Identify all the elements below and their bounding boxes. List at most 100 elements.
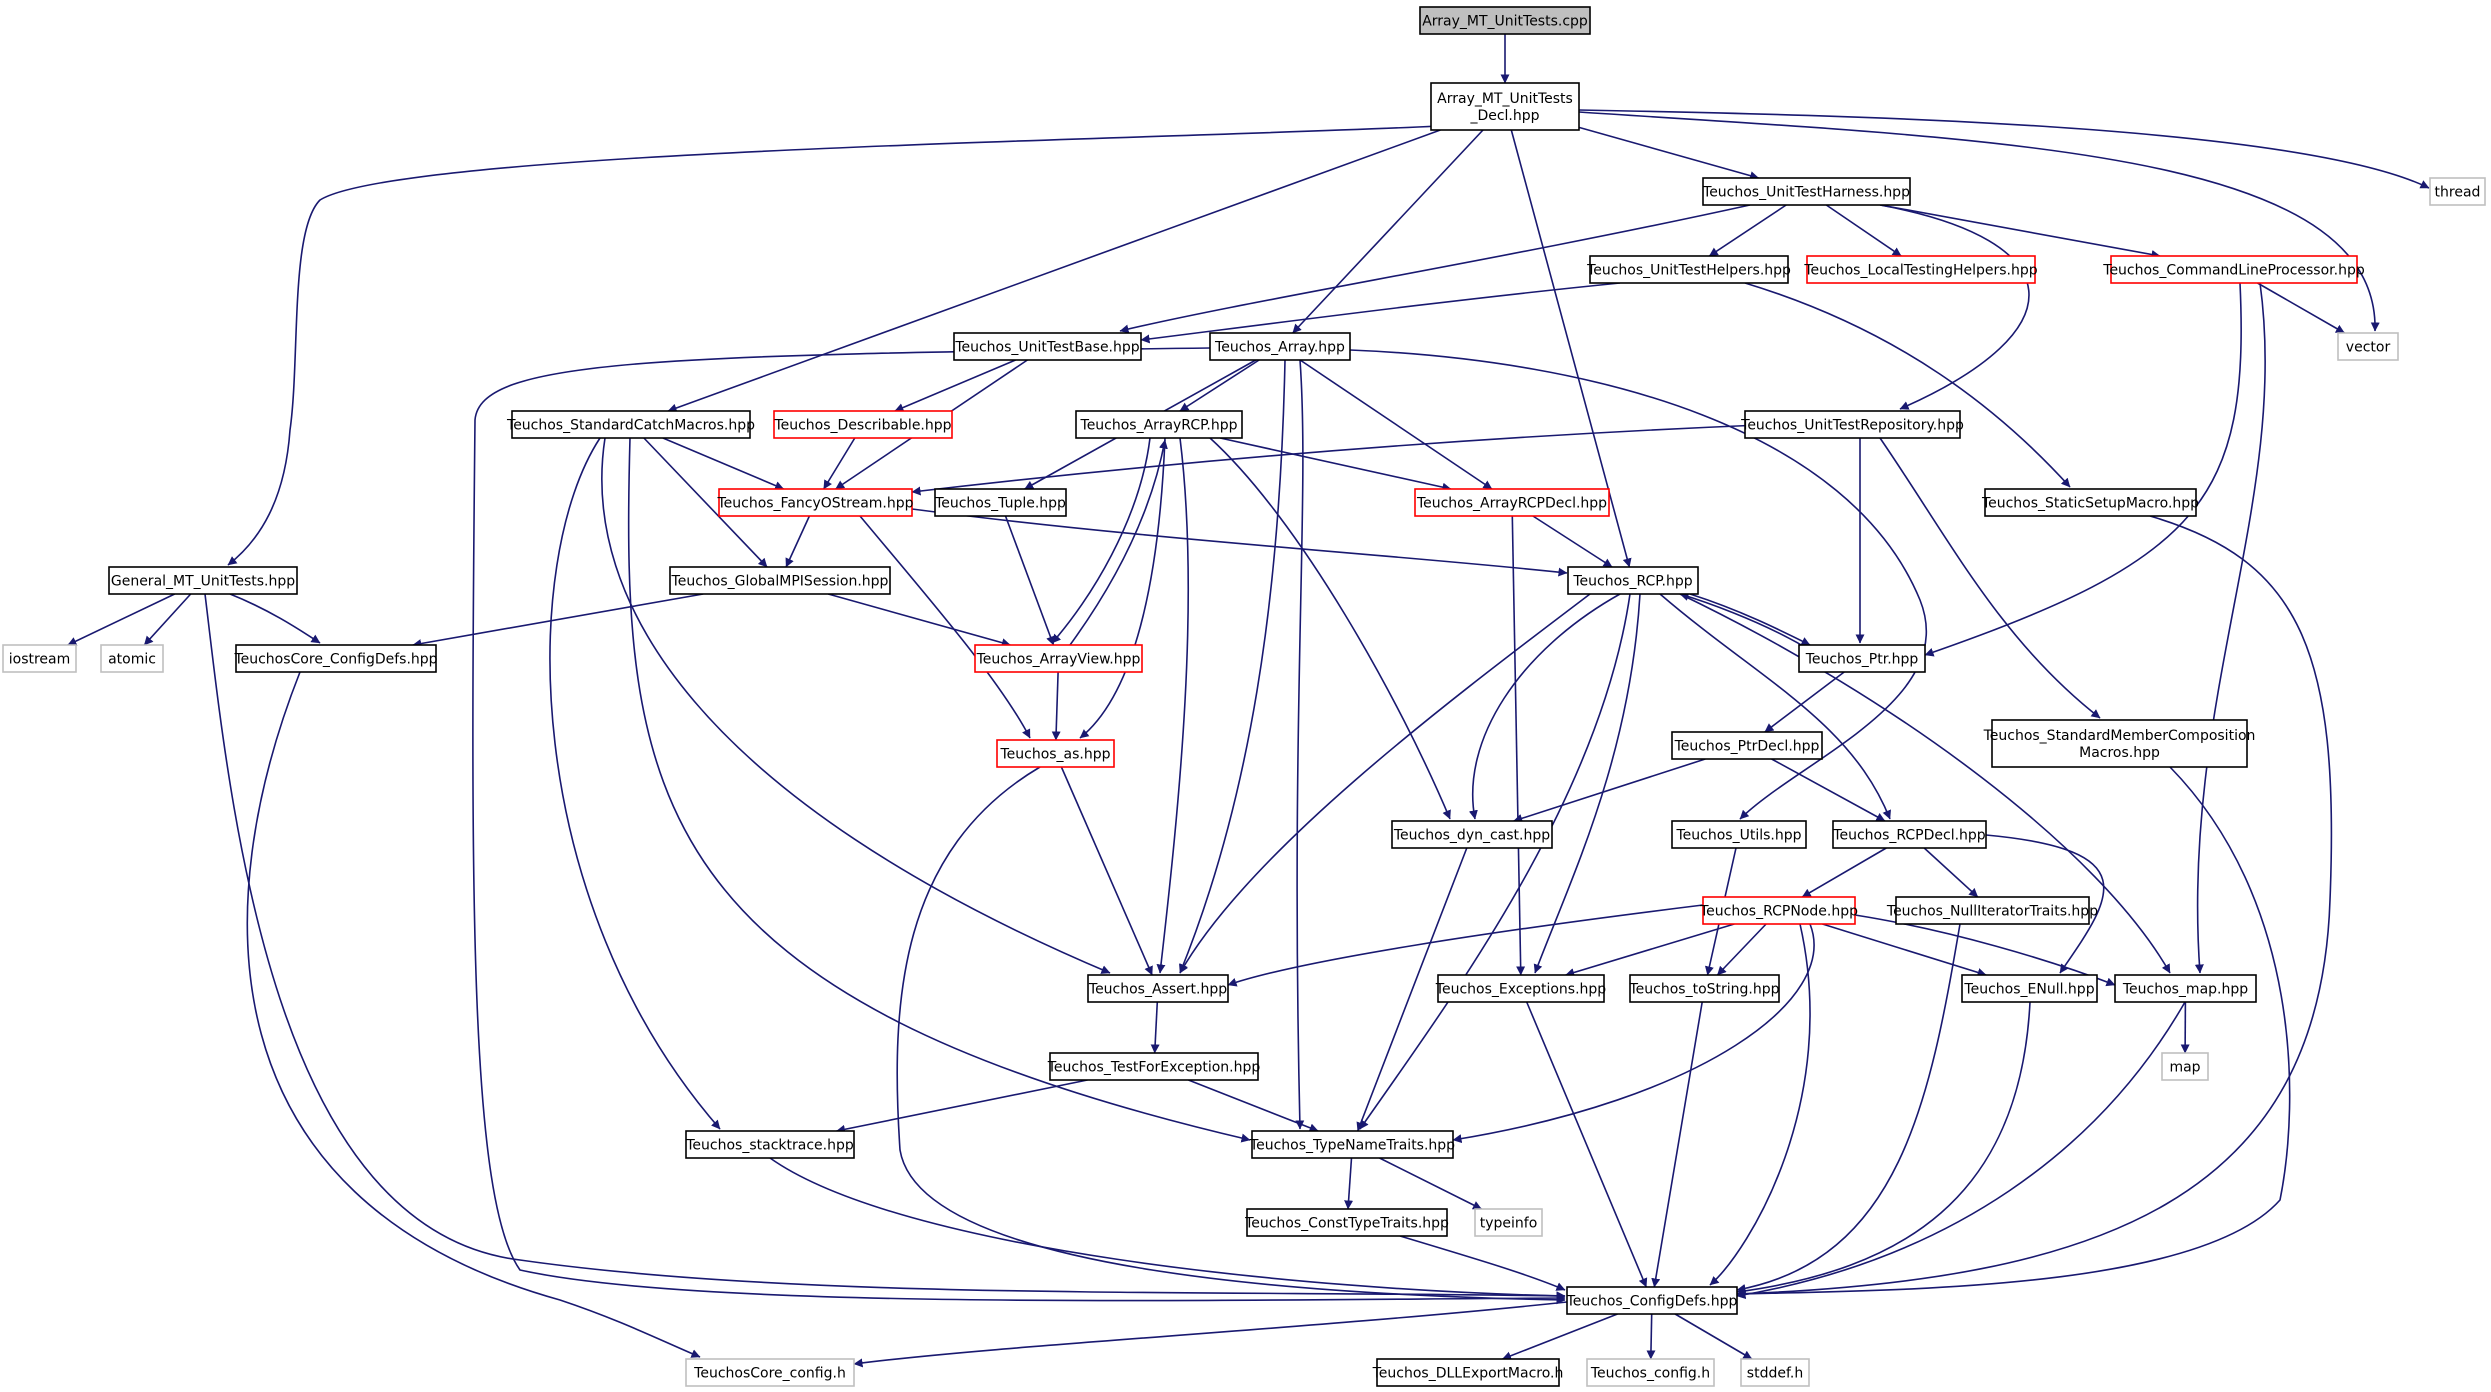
node-tuple[interactable]: Teuchos_Tuple.hpp: [934, 488, 1067, 517]
node-array[interactable]: Teuchos_Array.hpp: [1209, 332, 1351, 361]
node-dyncast[interactable]: Teuchos_dyn_cast.hpp: [1391, 820, 1553, 849]
edge-arrayrcp-to-assert: [1156, 437, 1190, 974]
node-stacktrace[interactable]: Teuchos_stacktrace.hpp: [685, 1130, 855, 1159]
node-config: Teuchos_config.h: [1586, 1358, 1715, 1387]
node-box-testbase: [953, 332, 1142, 361]
node-box-ptr: [1798, 644, 1926, 673]
node-box-config: [1586, 1358, 1715, 1387]
edge-decl-to-vector: [1578, 111, 2380, 332]
node-map[interactable]: Teuchos_map.hpp: [2114, 974, 2257, 1003]
node-box-stddef: [1740, 1358, 1810, 1387]
node-label-iostream: iostream: [9, 652, 71, 668]
node-catchmacros[interactable]: Teuchos_StandardCatchMacros.hpp: [506, 410, 755, 439]
node-label-rcpnode: Teuchos_RCPNode.hpp: [1699, 904, 1858, 920]
node-rcp[interactable]: Teuchos_RCP.hpp: [1567, 566, 1699, 595]
node-label-configdefs: Teuchos_ConfigDefs.hpp: [1566, 1294, 1738, 1310]
node-label-rcp: Teuchos_RCP.hpp: [1572, 574, 1692, 590]
node-arrayrcpdecl[interactable]: Teuchos_ArrayRCPDecl.hpp: [1414, 488, 1610, 517]
node-localtest[interactable]: Teuchos_LocalTestingHelpers.hpp: [1803, 255, 2038, 284]
node-utils[interactable]: Teuchos_Utils.hpp: [1671, 820, 1807, 849]
node-box-arrayview: [974, 644, 1143, 673]
node-box-cpp: [1419, 6, 1591, 35]
node-label-staticsetup: Teuchos_StaticSetupMacro.hpp: [1981, 496, 2199, 512]
node-box-cmdline: [2110, 255, 2358, 284]
node-staticsetup[interactable]: Teuchos_StaticSetupMacro.hpp: [1981, 488, 2199, 517]
node-label-localtest: Teuchos_LocalTestingHelpers.hpp: [1803, 263, 2037, 279]
edge-typename-to-typeinfo: [1379, 1157, 1482, 1210]
node-label-tuple: Teuchos_Tuple.hpp: [934, 496, 1066, 512]
node-repository[interactable]: Teuchos_UnitTestRepository.hpp: [1740, 410, 1964, 439]
node-arrayview[interactable]: Teuchos_ArrayView.hpp: [974, 644, 1143, 673]
edge-array-to-assert: [1179, 359, 1286, 974]
node-as[interactable]: Teuchos_as.hpp: [996, 739, 1115, 768]
node-box-coreconfigdefs: [235, 644, 437, 673]
node-box-testforexc: [1049, 1052, 1259, 1081]
node-label-array: Teuchos_Array.hpp: [1214, 340, 1345, 356]
node-configdefs[interactable]: Teuchos_ConfigDefs.hpp: [1566, 1286, 1738, 1315]
edge-arrayview-to-as: [1051, 671, 1061, 741]
node-enull[interactable]: Teuchos_ENull.hpp: [1961, 974, 2098, 1003]
node-harness[interactable]: Teuchos_UnitTestHarness.hpp: [1702, 177, 1911, 206]
node-label-cmdline: Teuchos_CommandLineProcessor.hpp: [2102, 263, 2365, 279]
node-general[interactable]: General_MT_UnitTests.hpp: [108, 566, 298, 595]
edge-fancy-to-mpisession: [785, 515, 811, 568]
node-box-helpers: [1589, 255, 1789, 284]
edge-decl-to-catchmacros: [667, 129, 1441, 413]
node-rcpdecl[interactable]: Teuchos_RCPDecl.hpp: [1832, 820, 1987, 849]
node-box-repository: [1744, 410, 1961, 439]
node-coreconfigdefs[interactable]: TeuchosCore_ConfigDefs.hpp: [233, 644, 438, 673]
node-box-exceptions: [1437, 974, 1605, 1003]
edge-rcp-to-ptr: [1689, 593, 1811, 646]
edge-arrayrcp-to-arrayview: [1051, 437, 1151, 644]
edge-fancy-to-as: [859, 515, 1031, 739]
edge-stacktrace-to-configdefs: [769, 1157, 1566, 1301]
node-exceptions[interactable]: Teuchos_Exceptions.hpp: [1435, 974, 1606, 1003]
node-arrayrcp[interactable]: Teuchos_ArrayRCP.hpp: [1075, 410, 1243, 439]
node-tostring[interactable]: Teuchos_toString.hpp: [1628, 974, 1780, 1003]
node-label-vector: vector: [2346, 340, 2391, 356]
edge-arrayview-to-arrayrcp: [1069, 439, 1168, 646]
node-rcpnode[interactable]: Teuchos_RCPNode.hpp: [1699, 896, 1858, 925]
node-box-ptrdecl: [1671, 731, 1823, 760]
node-testbase[interactable]: Teuchos_UnitTestBase.hpp: [953, 332, 1142, 361]
edge-mpisession-to-coreconfigdefs: [412, 593, 704, 648]
node-label-thread: thread: [2435, 185, 2481, 201]
node-box-general: [108, 566, 298, 595]
node-stdmap: map: [2161, 1052, 2209, 1081]
node-box-nulliter: [1895, 896, 2090, 925]
edge-map-to-configdefs: [1736, 1001, 2186, 1300]
node-mpisession[interactable]: Teuchos_GlobalMPISession.hpp: [669, 566, 891, 595]
node-cmdline[interactable]: Teuchos_CommandLineProcessor.hpp: [2102, 255, 2365, 284]
node-label-cpp: Array_MT_UnitTests.cpp: [1422, 14, 1588, 30]
node-describable[interactable]: Teuchos_Describable.hpp: [773, 410, 953, 439]
node-dllexport[interactable]: Teuchos_DLLExportMacro.h: [1372, 1358, 1564, 1387]
edge-testforexc-to-stacktrace: [836, 1079, 1088, 1134]
edge-fancy-to-rcp: [911, 508, 1568, 577]
node-ptrdecl[interactable]: Teuchos_PtrDecl.hpp: [1671, 731, 1823, 760]
node-box-rcp: [1567, 566, 1699, 595]
edge-helpers-to-staticsetup: [1744, 282, 2071, 488]
node-consttype[interactable]: Teuchos_ConstTypeTraits.hpp: [1244, 1208, 1449, 1237]
node-typename[interactable]: Teuchos_TypeNameTraits.hpp: [1249, 1130, 1455, 1159]
edge-ptr-to-ptrdecl: [1764, 671, 1845, 733]
node-cpp[interactable]: Array_MT_UnitTests.cpp: [1419, 6, 1591, 35]
node-testforexc[interactable]: Teuchos_TestForException.hpp: [1047, 1052, 1261, 1081]
node-label-general: General_MT_UnitTests.hpp: [111, 574, 295, 590]
node-label-catchmacros: Teuchos_StandardCatchMacros.hpp: [506, 418, 755, 434]
node-decl[interactable]: Array_MT_UnitTests_Decl.hpp: [1430, 82, 1580, 131]
node-assert[interactable]: Teuchos_Assert.hpp: [1087, 974, 1229, 1003]
node-nulliter[interactable]: Teuchos_NullIteratorTraits.hpp: [1886, 896, 2098, 925]
edge-catchmacros-to-fancy: [662, 437, 785, 490]
edge-array-to-utils: [1349, 349, 1928, 820]
node-box-vector: [2337, 332, 2399, 361]
edge-arrayrcpdecl-to-rcp: [1532, 515, 1613, 568]
edge-rcpnode-to-assert: [1227, 904, 1704, 987]
node-helpers[interactable]: Teuchos_UnitTestHelpers.hpp: [1586, 255, 1791, 284]
node-label-coreconfigdefs: TeuchosCore_ConfigDefs.hpp: [233, 652, 437, 668]
edge-coreconfigdefs-to-coreconfig: [246, 671, 701, 1358]
node-label-testbase: Teuchos_UnitTestBase.hpp: [954, 340, 1139, 356]
node-ptr[interactable]: Teuchos_Ptr.hpp: [1798, 644, 1926, 673]
node-fancy[interactable]: Teuchos_FancyOStream.hpp: [716, 488, 914, 517]
node-label-decl: Array_MT_UnitTests_Decl.hpp: [1437, 91, 1573, 124]
